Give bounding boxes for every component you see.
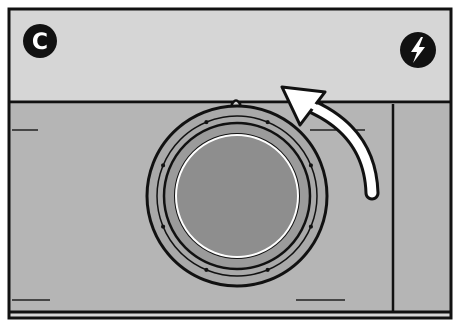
mode-c-badge: C — [23, 24, 57, 58]
lens-highlight-ring — [175, 134, 299, 258]
dial-notch — [204, 120, 209, 125]
dial-notches — [161, 120, 313, 272]
lightning-bolt-icon — [400, 32, 436, 68]
dial-notch — [161, 224, 166, 229]
dial-notch — [204, 267, 209, 272]
mode-c-label: C — [32, 30, 48, 55]
curved-arrow-counterclockwise-icon — [280, 85, 380, 201]
dial-notch — [265, 267, 270, 272]
dial-notch-ring — [156, 115, 318, 277]
bottom-strip — [10, 313, 450, 317]
dial-notch — [265, 120, 270, 125]
dial-notch — [161, 163, 166, 168]
dial-notch — [308, 163, 313, 168]
top-panel — [10, 10, 450, 103]
dial-notch — [308, 224, 313, 229]
